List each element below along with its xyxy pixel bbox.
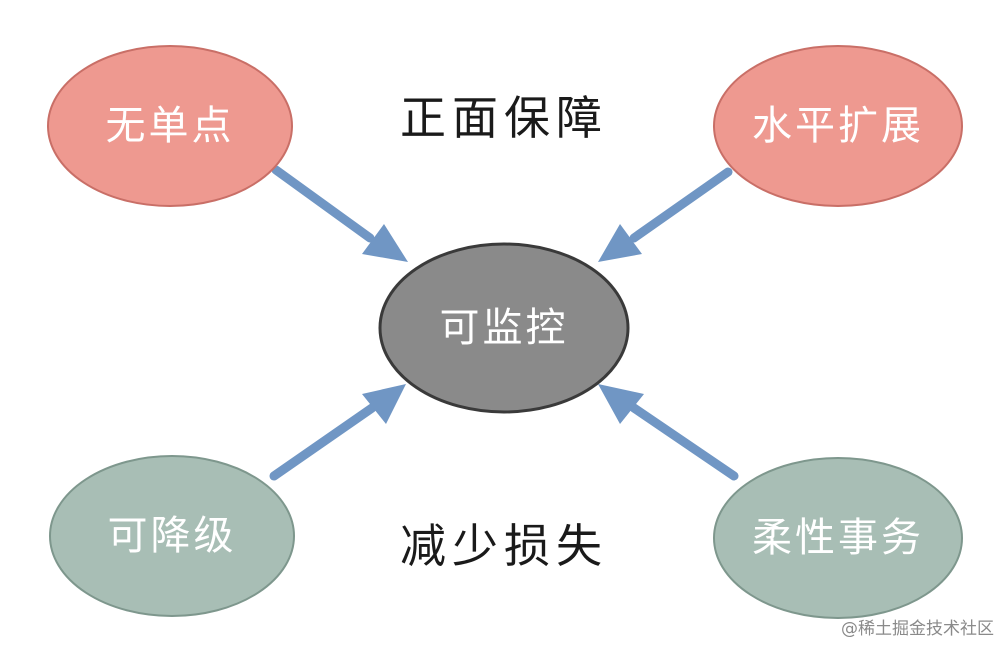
node-bottom-right-label: 柔性事务 <box>752 515 924 561</box>
node-bottom-right: 柔性事务 <box>713 457 963 619</box>
arrow-bottom-left-to-center <box>269 384 406 481</box>
positive-group-label: 正面保障 <box>400 91 608 145</box>
arrows <box>269 165 739 481</box>
node-top-left-label: 无单点 <box>106 103 235 149</box>
node-center-label: 可监控 <box>440 305 569 351</box>
node-top-right-label: 水平扩展 <box>752 103 924 149</box>
watermark: @稀土掘金技术社区 <box>841 619 994 639</box>
negative-group-label: 减少损失 <box>400 519 608 573</box>
node-center: 可监控 <box>378 242 630 414</box>
node-bottom-left: 可降级 <box>49 455 295 617</box>
arrow-top-right-to-center <box>598 167 733 262</box>
arrow-bottom-right-to-center <box>598 384 739 481</box>
node-top-left: 无单点 <box>47 45 293 207</box>
node-bottom-left-label: 可降级 <box>108 513 237 559</box>
arrow-top-left-to-center <box>271 165 408 262</box>
node-top-right: 水平扩展 <box>713 45 963 207</box>
